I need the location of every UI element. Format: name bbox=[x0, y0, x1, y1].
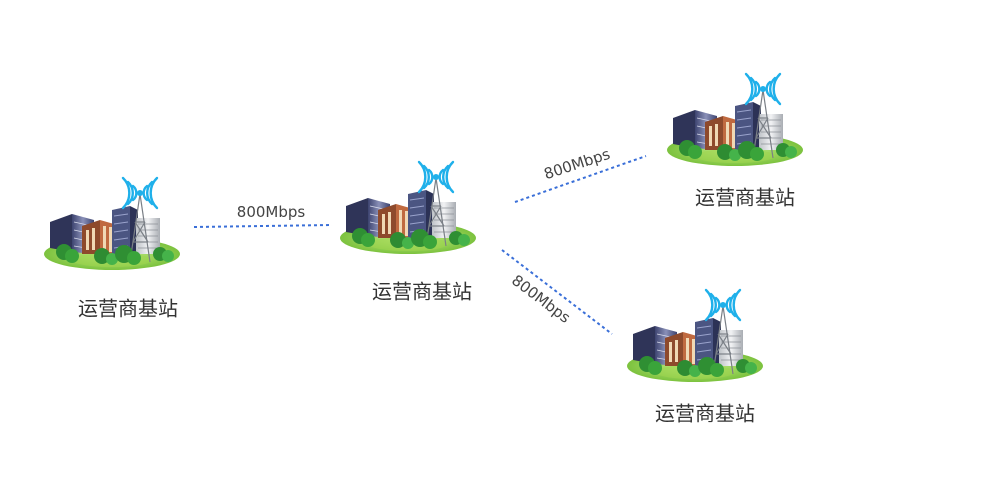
link-line bbox=[501, 249, 613, 335]
base-station-icon bbox=[42, 176, 182, 272]
base-station-icon bbox=[665, 72, 805, 168]
station-label: 运营商基站 bbox=[695, 185, 795, 210]
base-station-icon bbox=[338, 160, 478, 256]
station-label: 运营商基站 bbox=[655, 401, 755, 426]
link-line bbox=[514, 155, 647, 203]
base-station-icon bbox=[625, 288, 765, 384]
link-bandwidth-label: 800Mbps bbox=[236, 203, 306, 221]
station-label: 运营商基站 bbox=[372, 279, 472, 304]
station-label: 运营商基站 bbox=[78, 296, 178, 321]
link-line bbox=[193, 224, 333, 228]
